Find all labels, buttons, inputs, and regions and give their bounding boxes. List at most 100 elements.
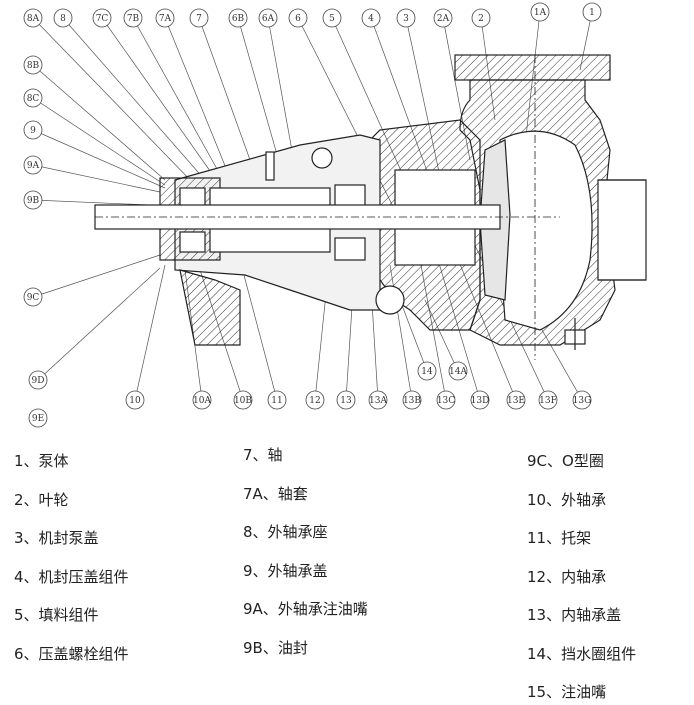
callout-7c: 7C xyxy=(92,8,112,28)
callout-13a: 13A xyxy=(368,390,387,410)
callout-2: 2 xyxy=(471,8,491,28)
callout-6: 6 xyxy=(288,8,308,28)
legend-item: 2、叶轮 xyxy=(14,490,69,509)
callout-label: 12 xyxy=(309,396,320,406)
callout-label: 6A xyxy=(262,14,275,24)
callout-label: 7B xyxy=(127,14,140,24)
leader-line xyxy=(164,17,231,179)
callout-label: 8C xyxy=(27,94,40,104)
callout-label: 10A xyxy=(193,396,211,406)
legend-item: 15、注油嘴 xyxy=(527,683,607,701)
legend-item: 6、压盖螺栓组件 xyxy=(14,644,129,663)
legend-item: 9C、O型圈 xyxy=(527,452,604,470)
legend-item: 14、挡水圈组件 xyxy=(527,644,637,663)
callout-9b: 9B xyxy=(23,190,43,210)
leader-line xyxy=(32,129,166,189)
callout-label: 13A xyxy=(369,396,387,406)
callout-8a: 8A xyxy=(23,8,43,28)
callout-10a: 10A xyxy=(192,390,211,410)
legend-item: 7A、轴套 xyxy=(243,484,308,503)
leader-line xyxy=(134,264,166,401)
callout-8c: 8C xyxy=(23,88,43,108)
legend-item: 1、泵体 xyxy=(14,452,69,470)
callout-7: 7 xyxy=(189,8,209,28)
callout-7b: 7B xyxy=(123,8,143,28)
callout-13f: 13F xyxy=(538,390,558,410)
callout-11: 11 xyxy=(267,390,287,410)
legend-item: 7、轴 xyxy=(243,446,283,464)
callout-label: 14A xyxy=(449,367,467,377)
callout-1: 1 xyxy=(582,2,602,22)
callout-label: 13G xyxy=(573,396,592,406)
callout-label: 9C xyxy=(27,293,40,303)
callout-label: 13B xyxy=(403,396,421,406)
callout-14a: 14A xyxy=(448,361,467,381)
legend-item: 5、填料组件 xyxy=(14,606,99,624)
callout-label: 13D xyxy=(471,396,490,406)
legend-item: 3、机封泵盖 xyxy=(14,529,99,547)
callout-label: 8 xyxy=(60,14,66,24)
discharge-flange xyxy=(454,54,611,81)
legend-item: 9A、外轴承注油嘴 xyxy=(243,600,368,618)
callout-label: 13F xyxy=(539,396,557,406)
callout-6b: 6B xyxy=(228,8,248,28)
pump-drawing xyxy=(94,54,647,360)
leader-line xyxy=(239,259,278,401)
callout-10: 10 xyxy=(125,390,145,410)
callout-label: 8A xyxy=(27,14,40,24)
callout-label: 1A xyxy=(534,8,547,18)
callout-label: 3 xyxy=(403,14,409,24)
bracket-foot xyxy=(179,269,241,346)
callout-8b: 8B xyxy=(23,55,43,75)
leader-line xyxy=(62,17,206,181)
callout-6a: 6A xyxy=(258,8,278,28)
leader-line xyxy=(32,199,151,206)
callout-label: 6 xyxy=(295,14,301,24)
leader-line xyxy=(32,254,161,298)
leader-line xyxy=(32,64,166,181)
leader-line xyxy=(32,97,166,186)
callout-12: 12 xyxy=(305,390,325,410)
callout-4: 4 xyxy=(361,8,381,28)
callout-label: 6B xyxy=(232,14,245,24)
callout-13d: 13D xyxy=(470,390,490,410)
callout-label: 1 xyxy=(589,8,595,18)
callout-label: 13 xyxy=(340,396,352,406)
callout-9d: 9D xyxy=(28,370,48,390)
callout-13b: 13B xyxy=(402,390,421,410)
volute-chamber xyxy=(499,130,593,331)
leader-line xyxy=(32,17,196,186)
callout-13: 13 xyxy=(336,390,356,410)
leader-line xyxy=(32,164,161,193)
callout-7a: 7A xyxy=(155,8,175,28)
callout-9c: 9C xyxy=(23,287,43,307)
callout-label: 4 xyxy=(368,14,374,24)
callout-9e: 9E xyxy=(28,408,48,428)
callout-9: 9 xyxy=(23,120,43,140)
callout-label: 9 xyxy=(30,126,36,136)
callout-9a: 9A xyxy=(23,155,43,175)
callout-label: 13E xyxy=(507,396,525,406)
legend-item: 8、外轴承座 xyxy=(243,523,328,541)
legend-item: 11、托架 xyxy=(527,529,592,547)
legend-item: 12、内轴承 xyxy=(527,567,607,586)
callout-label: 7C xyxy=(96,14,109,24)
suction-port xyxy=(597,179,647,281)
legend-item: 13、内轴承盖 xyxy=(527,606,622,624)
grease-nipple xyxy=(265,151,275,181)
callout-label: 10 xyxy=(129,396,141,406)
legend-item: 9、外轴承盖 xyxy=(243,561,328,580)
callout-label: 9E xyxy=(32,414,44,424)
legend-item: 9B、油封 xyxy=(243,638,308,657)
callout-10b: 10B xyxy=(233,390,252,410)
leader-line xyxy=(101,17,216,179)
callout-label: 14 xyxy=(421,367,433,377)
oil-cup xyxy=(311,147,333,169)
callout-3: 3 xyxy=(396,8,416,28)
legend-item: 4、机封压盖组件 xyxy=(14,567,129,586)
legend-item: 10、外轴承 xyxy=(527,490,607,509)
callout-label: 11 xyxy=(271,396,282,406)
callout-label: 5 xyxy=(329,14,335,24)
